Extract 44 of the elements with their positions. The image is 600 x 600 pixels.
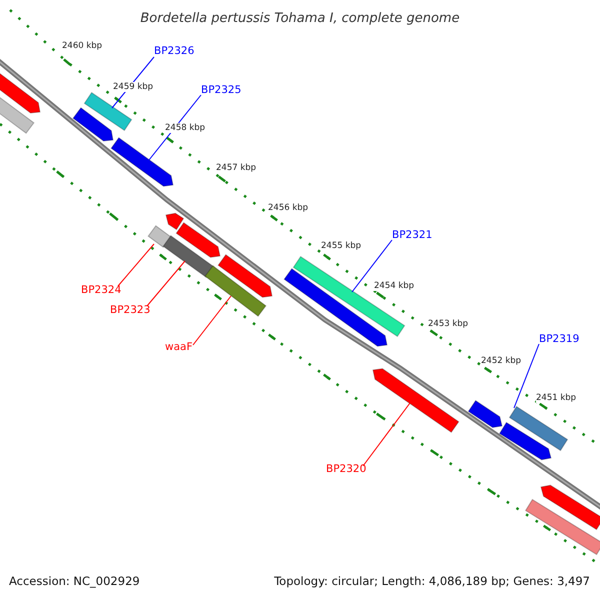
scale-label: 2460 kbp — [62, 41, 102, 51]
gene-label: BP2321 — [392, 229, 432, 242]
leader-line — [118, 244, 154, 286]
genome-info-text: Topology: circular; Length: 4,086,189 bp; Genes: 3,497 — [274, 573, 590, 590]
gene-bar — [524, 498, 600, 556]
gene-bar — [165, 212, 184, 230]
gene-bar — [204, 265, 267, 317]
scale-label: 2452 kbp — [481, 356, 522, 366]
gene-bar — [372, 368, 460, 433]
gene-label: BP2323 — [110, 304, 150, 317]
accession-text: Accession: NC_002929 — [9, 573, 140, 590]
scale-label: 2454 kbp — [374, 281, 414, 291]
leader-line — [362, 402, 410, 466]
title: Bordetella pertussis Tohama I, complete genome — [139, 10, 461, 28]
scale-label: 2458 kbp — [165, 123, 206, 133]
scale-label: 2455 kbp — [321, 241, 362, 251]
scale-label: 2457 kbp — [216, 163, 256, 173]
gene-label: BP2324 — [81, 284, 122, 297]
gene-bar — [148, 225, 172, 248]
gene-bar — [540, 484, 600, 530]
gene-bar — [508, 406, 568, 452]
gene-bar — [218, 254, 273, 298]
leader-line — [192, 296, 232, 346]
gene-label: BP2325 — [201, 84, 242, 97]
gene-bar — [468, 400, 503, 428]
gene-bar — [0, 96, 35, 134]
gene-bar — [72, 107, 114, 142]
scale-label: 2456 kbp — [268, 203, 308, 213]
gene-label: BP2319 — [539, 333, 580, 346]
gene-bar — [84, 92, 132, 132]
scale-label: 2451 kbp — [536, 393, 576, 403]
gene-bar — [0, 72, 41, 114]
leader-line — [146, 260, 186, 306]
gene-label: BP2320 — [326, 463, 366, 476]
leader-line — [514, 344, 540, 408]
scale-label: 2459 kbp — [113, 82, 154, 92]
scale-label: 2453 kbp — [428, 319, 468, 329]
gene-bar — [110, 137, 174, 187]
gene-label: BP2326 — [154, 45, 194, 58]
gene-bar — [162, 235, 214, 278]
leader-line — [352, 240, 392, 292]
gene-bar — [176, 222, 221, 258]
gene-bar — [498, 422, 552, 460]
gene-label: waaF — [165, 341, 192, 354]
